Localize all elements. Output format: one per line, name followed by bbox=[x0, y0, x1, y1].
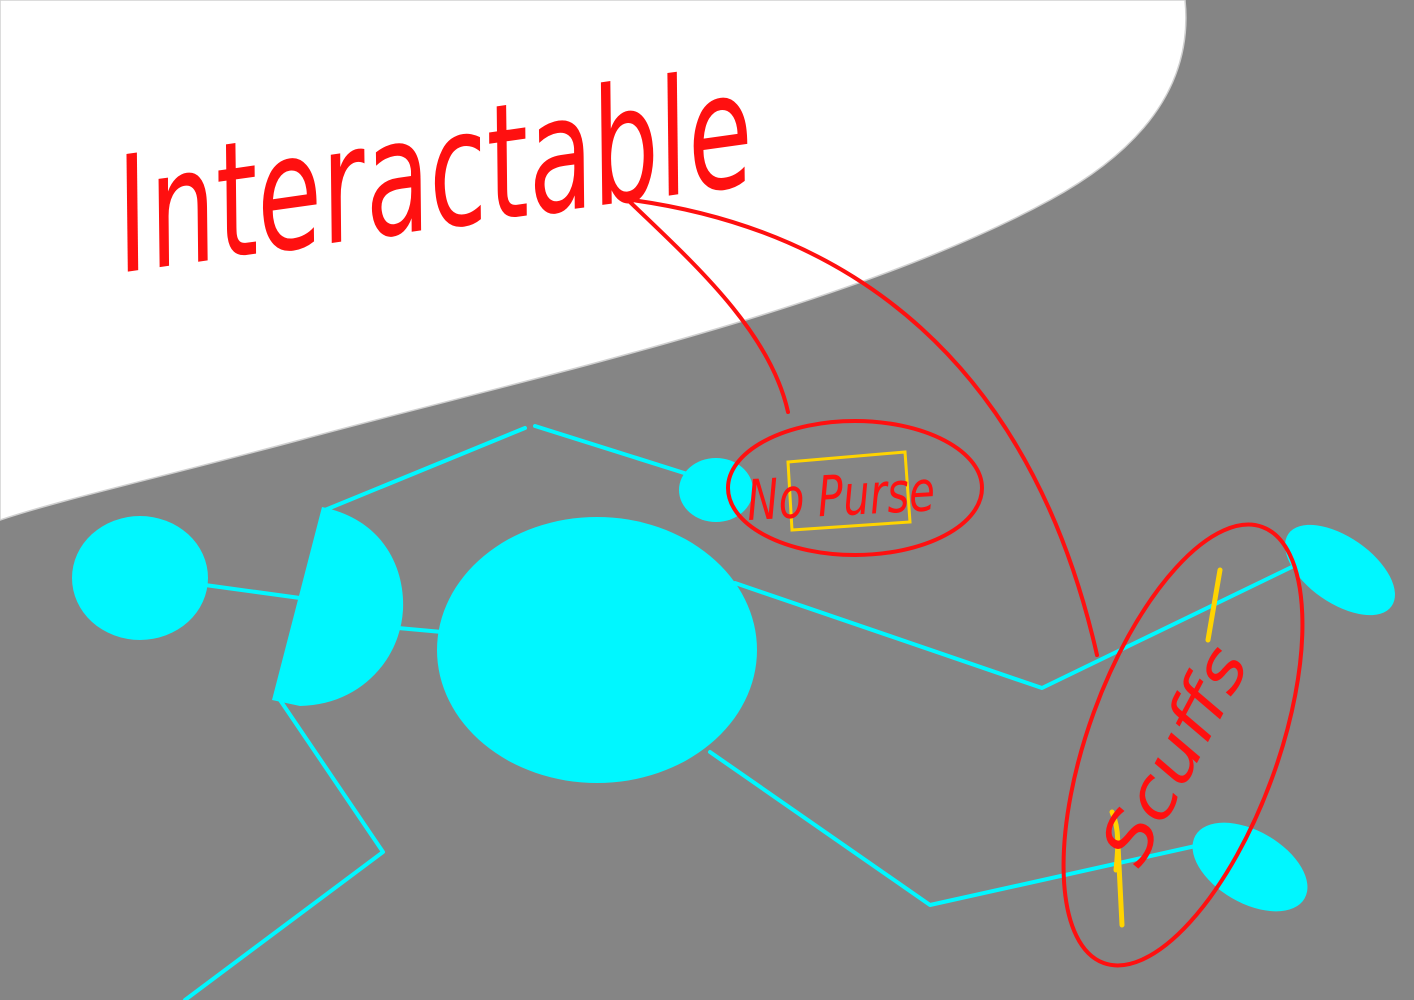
lower-arm bbox=[183, 698, 385, 1000]
scuff-mark-top bbox=[1205, 567, 1223, 643]
purse-label: No Purse bbox=[745, 459, 936, 534]
right-arm bbox=[533, 424, 702, 480]
shoes-circle bbox=[1061, 522, 1305, 968]
callout-to-shoes bbox=[630, 198, 1099, 657]
callout-to-purse bbox=[628, 200, 790, 414]
red-annotations bbox=[628, 198, 1305, 968]
yellow-annotations bbox=[786, 450, 1223, 928]
upper-shoe bbox=[1285, 524, 1395, 616]
lower-leg bbox=[708, 750, 1202, 907]
purse-box bbox=[786, 450, 912, 532]
torso-half-circle bbox=[272, 507, 404, 706]
lower-shoe bbox=[1192, 822, 1308, 912]
left-arm bbox=[323, 426, 527, 512]
stick-figure bbox=[72, 424, 1395, 1000]
neck-line bbox=[203, 583, 302, 600]
scuff-mark-middle bbox=[1109, 809, 1121, 873]
white-floor-region bbox=[0, 0, 1187, 521]
shoulder-body-line bbox=[396, 626, 444, 634]
purse-circle bbox=[726, 419, 984, 557]
body-circle bbox=[437, 517, 757, 783]
hand-circle bbox=[679, 458, 753, 522]
head-circle bbox=[72, 516, 208, 640]
